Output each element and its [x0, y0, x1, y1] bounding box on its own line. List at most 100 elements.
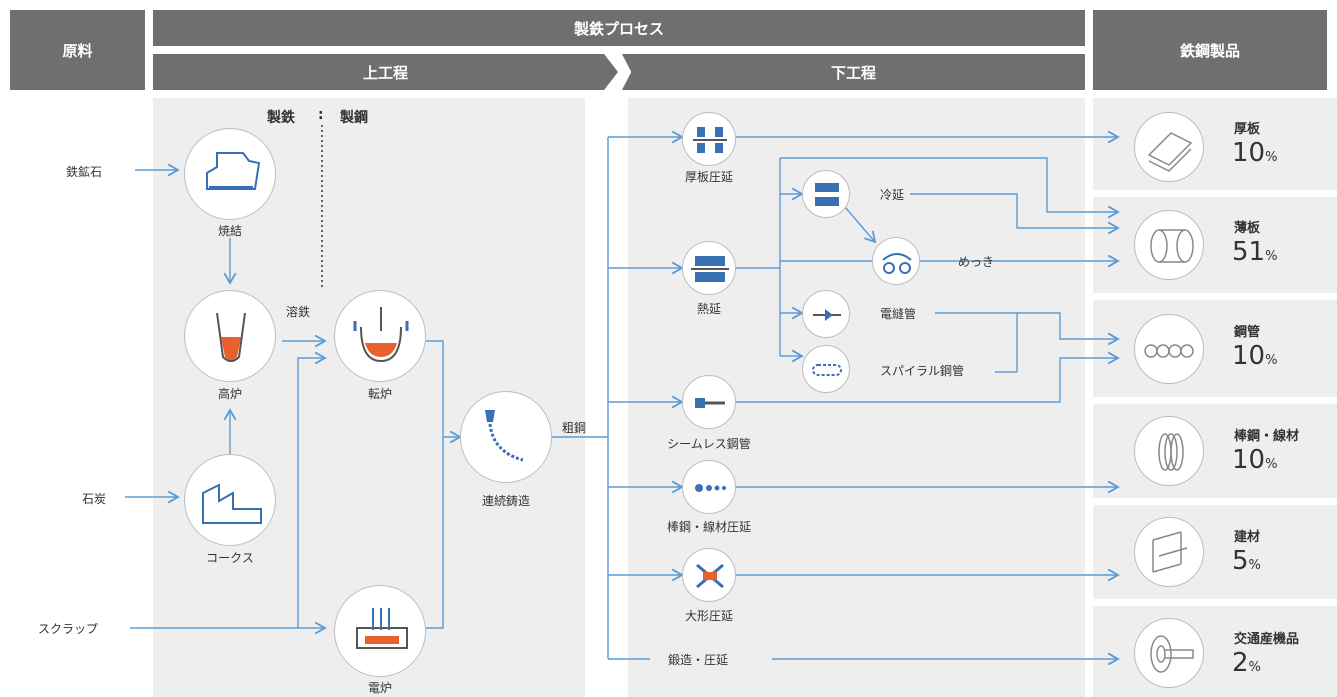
plating-node [872, 237, 920, 285]
eaf-node [334, 585, 426, 677]
product-share-transport: 2% [1232, 648, 1261, 678]
product-icon-plate [1134, 112, 1204, 182]
hot-rolling-icon [691, 256, 729, 282]
product-icon-construction [1134, 517, 1204, 587]
scrap-label: スクラップ [38, 622, 99, 636]
product-icon-bar [1134, 416, 1204, 486]
continuous-casting-label: 連続鋳造 [481, 494, 531, 508]
product-icon-pipe [1134, 314, 1204, 384]
product-share-transport-value: 2 [1232, 648, 1249, 678]
erw-pipe-node [802, 290, 850, 338]
blast-furnace-label: 高炉 [217, 387, 243, 401]
product-share-pipe-value: 10 [1232, 341, 1266, 371]
plate-product-icon [1147, 132, 1193, 172]
product-name-transport: 交通産機品 [1234, 632, 1300, 647]
hot-metal-label: 溶鉄 [286, 305, 311, 319]
blast-furnace-icon [216, 312, 246, 362]
sinter-node [184, 128, 276, 220]
plate-rolling-label: 厚板圧延 [684, 170, 734, 184]
seamless-pipe-label: シームレス鋼管 [667, 437, 751, 451]
product-share-bar-value: 10 [1232, 445, 1266, 475]
bar-wire-rolling-icon [695, 484, 726, 492]
section-rolling-icon [696, 563, 724, 589]
spiral-pipe-icon [812, 364, 842, 376]
product-name-bar: 棒鋼・線材 [1234, 429, 1300, 444]
converter-icon [353, 307, 409, 363]
product-share-plate: 10% [1232, 138, 1277, 168]
coke-label: コークス [206, 551, 254, 565]
steelmaking-label: 製鋼 [340, 110, 368, 126]
product-icon-sheet [1134, 210, 1204, 280]
section-rolling-label: 大形圧延 [684, 609, 734, 623]
product-share-pipe-unit: % [1265, 353, 1278, 368]
products-header: 鉄鋼製品 [1093, 10, 1327, 90]
product-panel-6 [1093, 606, 1337, 697]
seamless-pipe-icon [695, 398, 725, 408]
product-share-construction-unit: % [1248, 558, 1261, 573]
seamless-pipe-node [682, 375, 736, 429]
eaf-label: 電炉 [367, 681, 393, 695]
continuous-casting-node [460, 391, 552, 483]
product-panel-1 [1093, 98, 1337, 190]
converter-node [334, 290, 426, 382]
raw-materials-header: 原料 [10, 10, 145, 90]
spiral-pipe-node [802, 345, 850, 393]
product-name-sheet: 薄板 [1234, 221, 1261, 236]
product-share-sheet-value: 51 [1232, 237, 1266, 267]
product-name-pipe: 鋼管 [1234, 325, 1261, 340]
upstream-header: 上工程 [153, 54, 618, 90]
plate-rolling-node [682, 112, 736, 166]
product-panel-5 [1093, 505, 1337, 599]
bar-wire-rolling-label: 棒鋼・線材圧延 [666, 520, 752, 534]
cold-rolling-label: 冷延 [880, 188, 905, 202]
sinter-label: 焼結 [217, 224, 243, 238]
product-name-plate: 厚板 [1234, 122, 1261, 137]
continuous-casting-icon [485, 410, 524, 462]
erw-pipe-label: 電縫管 [880, 307, 917, 321]
coil-product-icon [1150, 229, 1194, 263]
product-share-bar: 10% [1232, 445, 1277, 475]
product-share-construction-value: 5 [1232, 546, 1249, 576]
product-panel-4 [1093, 404, 1337, 498]
forging-label: 鍛造・圧延 [668, 653, 729, 667]
eaf-icon [356, 608, 408, 649]
blast-furnace-node [184, 290, 276, 382]
product-share-plate-unit: % [1265, 150, 1278, 165]
plating-label: めっき [958, 255, 995, 269]
spiral-pipe-label: スパイラル鋼管 [880, 364, 965, 378]
process-header: 製鉄プロセス [153, 10, 1085, 46]
pipes-product-icon [1144, 344, 1194, 358]
section-rolling-node [682, 548, 736, 602]
product-name-construction: 建材 [1234, 530, 1261, 545]
bar-wire-rolling-node [682, 460, 736, 514]
hot-rolling-label: 熱延 [696, 302, 722, 316]
plating-icon [882, 253, 912, 274]
ironmaking-label: 製鉄 [267, 110, 295, 126]
product-share-sheet: 51% [1232, 237, 1277, 267]
wire-coil-product-icon [1158, 433, 1184, 471]
erw-pipe-icon [813, 309, 841, 321]
hot-rolling-node [682, 241, 736, 295]
coke-node [184, 454, 276, 546]
crude-steel-label: 粗鋼 [562, 421, 587, 435]
product-share-sheet-unit: % [1265, 249, 1278, 264]
h-beam-product-icon [1152, 531, 1188, 573]
product-panel-3 [1093, 300, 1337, 397]
product-share-transport-unit: % [1248, 660, 1261, 675]
coke-icon [202, 483, 262, 524]
product-share-plate-value: 10 [1232, 138, 1266, 168]
iron-ore-label: 鉄鉱石 [66, 165, 103, 179]
shaft-product-icon [1150, 635, 1194, 673]
converter-label: 転炉 [367, 387, 393, 401]
sinter-icon [206, 152, 261, 190]
product-panel-2 [1093, 197, 1337, 293]
coal-label: 石炭 [82, 492, 107, 506]
product-share-bar-unit: % [1265, 457, 1278, 472]
plate-rolling-icon [693, 127, 727, 153]
cold-rolling-icon [815, 183, 839, 206]
divider-colon: : [318, 107, 324, 123]
product-icon-transport [1134, 618, 1204, 688]
product-share-pipe: 10% [1232, 341, 1277, 371]
